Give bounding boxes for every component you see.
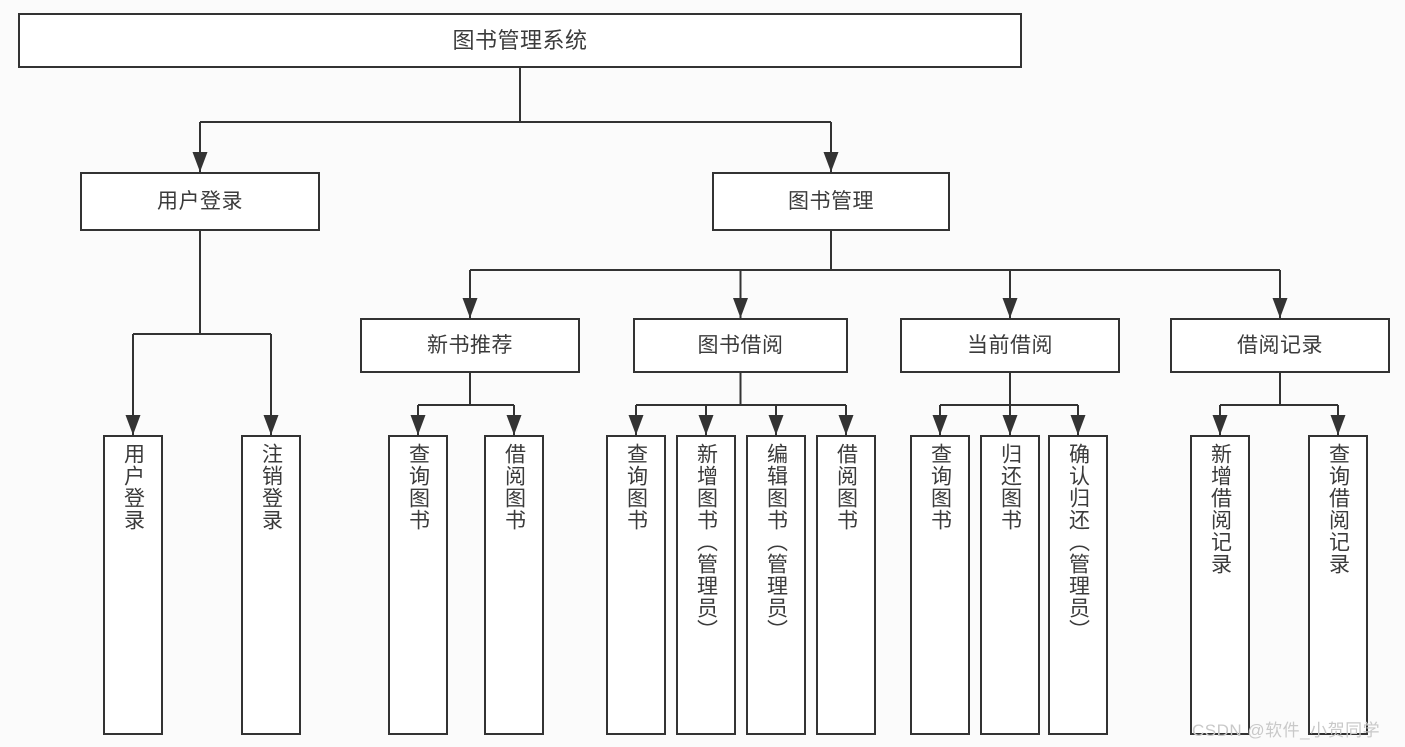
node-root[interactable]: 图书管理系统	[18, 13, 1022, 68]
arrow-head-current	[1002, 298, 1018, 318]
node-label-leaf-re-q: 查询借阅记录	[1326, 443, 1350, 575]
arrow-head-bookmgmt	[823, 152, 839, 172]
node-leaf-login[interactable]: 用户登录	[103, 435, 163, 735]
node-label-leaf-bo-ed: 编辑图书（管理员）	[764, 443, 788, 641]
node-label-login: 用户登录	[157, 189, 243, 213]
arrow-head-leaf-nb-b	[506, 415, 522, 435]
node-leaf-nb-b[interactable]: 借阅图书	[484, 435, 544, 735]
node-leaf-re-add[interactable]: 新增借阅记录	[1190, 435, 1250, 735]
node-label-leaf-cu-q: 查询图书	[928, 443, 952, 531]
node-label-leaf-nb-q: 查询图书	[406, 443, 430, 531]
node-label-newbook: 新书推荐	[427, 333, 513, 357]
node-leaf-logout[interactable]: 注销登录	[241, 435, 301, 735]
arrow-head-leaf-re-q	[1330, 415, 1346, 435]
arrow-head-leaf-cu-r	[1002, 415, 1018, 435]
node-label-current: 当前借阅	[967, 333, 1053, 357]
arrow-head-leaf-bo-add	[698, 415, 714, 435]
node-label-records: 借阅记录	[1237, 333, 1323, 357]
node-leaf-cu-q[interactable]: 查询图书	[910, 435, 970, 735]
node-label-leaf-nb-b: 借阅图书	[502, 443, 526, 531]
node-bookmgmt[interactable]: 图书管理	[712, 172, 950, 231]
node-leaf-cu-r[interactable]: 归还图书	[980, 435, 1040, 735]
node-label-leaf-bo-add: 新增图书（管理员）	[694, 443, 718, 641]
node-label-root: 图书管理系统	[452, 27, 588, 53]
node-leaf-bo-ed[interactable]: 编辑图书（管理员）	[746, 435, 806, 735]
arrow-head-leaf-bo-q	[628, 415, 644, 435]
node-label-leaf-cu-c: 确认归还（管理员）	[1066, 443, 1090, 641]
node-label-leaf-bo-q: 查询图书	[624, 443, 648, 531]
arrow-head-leaf-bo-br	[838, 415, 854, 435]
node-label-borrow: 图书借阅	[697, 333, 784, 357]
node-borrow[interactable]: 图书借阅	[633, 318, 848, 373]
node-records[interactable]: 借阅记录	[1170, 318, 1390, 373]
arrow-head-leaf-login	[125, 415, 141, 435]
node-newbook[interactable]: 新书推荐	[360, 318, 580, 373]
node-label-leaf-logout: 注销登录	[259, 443, 283, 531]
node-leaf-bo-br[interactable]: 借阅图书	[816, 435, 876, 735]
arrow-head-records	[1272, 298, 1288, 318]
node-leaf-re-q[interactable]: 查询借阅记录	[1308, 435, 1368, 735]
node-current[interactable]: 当前借阅	[900, 318, 1120, 373]
node-leaf-nb-q[interactable]: 查询图书	[388, 435, 448, 735]
arrow-head-leaf-cu-c	[1070, 415, 1086, 435]
node-leaf-bo-add[interactable]: 新增图书（管理员）	[676, 435, 736, 735]
arrow-head-leaf-bo-ed	[768, 415, 784, 435]
node-leaf-bo-q[interactable]: 查询图书	[606, 435, 666, 735]
arrow-head-leaf-logout	[263, 415, 279, 435]
node-label-bookmgmt: 图书管理	[788, 189, 874, 213]
node-login[interactable]: 用户登录	[80, 172, 320, 231]
arrow-head-leaf-nb-q	[410, 415, 426, 435]
arrow-head-borrow	[733, 298, 748, 318]
arrow-head-leaf-cu-q	[932, 415, 948, 435]
node-label-leaf-login: 用户登录	[121, 443, 145, 531]
arrow-head-newbook	[462, 298, 478, 318]
node-label-leaf-re-add: 新增借阅记录	[1208, 443, 1232, 575]
node-leaf-cu-c[interactable]: 确认归还（管理员）	[1048, 435, 1108, 735]
arrow-head-login	[192, 152, 208, 172]
arrow-head-leaf-re-add	[1212, 415, 1228, 435]
node-label-leaf-bo-br: 借阅图书	[834, 443, 858, 531]
node-label-leaf-cu-r: 归还图书	[998, 443, 1022, 531]
